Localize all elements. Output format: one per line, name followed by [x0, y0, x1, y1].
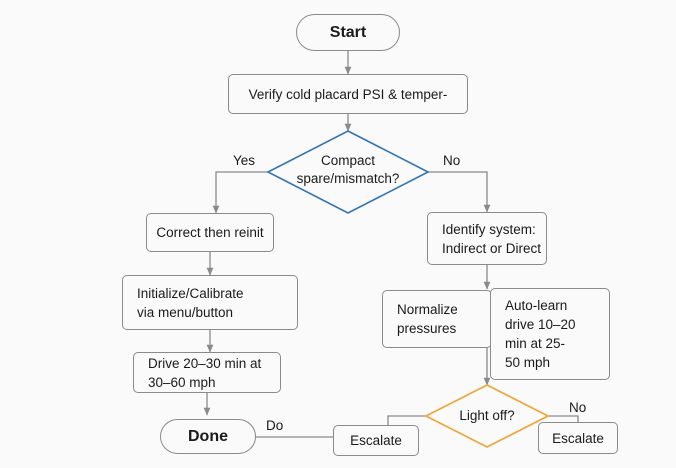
node-verify-label: Verify cold placard PSI & temper-: [248, 86, 448, 102]
node-verify[interactable]: Verify cold placard PSI & temper-: [228, 74, 468, 114]
edge-label-no-light: No: [567, 400, 589, 415]
compact-decision-diamond[interactable]: [266, 130, 430, 214]
edge-label-no-compact: No: [441, 153, 463, 168]
edge-label-do: Do: [264, 418, 286, 433]
node-auto-learn-line4: 50 mph: [505, 355, 551, 370]
node-initialize-line1: Initialize/Calibrate: [137, 285, 244, 301]
node-escalate-right[interactable]: Escalate: [538, 422, 618, 454]
node-drive-line2: 30–60 mph: [148, 374, 216, 390]
node-correct-then-reinit[interactable]: Correct then reinit: [146, 213, 274, 252]
node-initialize-line2: via menu/button: [137, 304, 234, 320]
node-done[interactable]: Done: [160, 419, 256, 454]
node-escalate-left-label: Escalate: [350, 433, 402, 448]
node-start-label: Start: [329, 24, 367, 41]
node-auto-learn-line1: Auto-learn: [505, 298, 568, 313]
node-done-label: Done: [188, 428, 228, 445]
node-identify-line2: Indirect or Direct: [442, 240, 542, 256]
node-drive[interactable]: Drive 20–30 min at 30–60 mph: [133, 352, 281, 393]
node-auto-learn[interactable]: Auto-learn drive 10–20 min at 25- 50 mph: [490, 288, 610, 380]
node-escalate-right-label: Escalate: [552, 430, 604, 446]
node-normalize-line2: pressures: [397, 321, 457, 336]
edge-light-to-escalate-left: [387, 415, 426, 425]
node-drive-line1: Drive 20–30 min at: [148, 355, 262, 371]
edge-label-yes: Yes: [231, 153, 258, 168]
light-decision-diamond[interactable]: [424, 384, 550, 448]
node-auto-learn-line3: min at 25-: [505, 336, 566, 351]
node-escalate-left[interactable]: Escalate: [333, 425, 419, 456]
node-identify-line1: Identify system:: [442, 221, 536, 237]
edge-compact-yes-to-correct: [212, 171, 268, 214]
node-initialize-calibrate[interactable]: Initialize/Calibrate via menu/button: [122, 275, 298, 330]
node-normalize-line1: Normalize: [397, 302, 458, 317]
node-identify-system[interactable]: Identify system: Indirect or Direct: [427, 212, 547, 265]
node-correct-then-reinit-label: Correct then reinit: [156, 225, 264, 240]
edge-compact-no-to-identify: [428, 171, 491, 213]
node-auto-learn-line2: drive 10–20: [505, 317, 576, 332]
edge-light-no-to-escalate-right: [548, 415, 579, 422]
node-normalize-pressures[interactable]: Normalize pressures: [382, 290, 492, 348]
node-start[interactable]: Start: [296, 14, 400, 51]
